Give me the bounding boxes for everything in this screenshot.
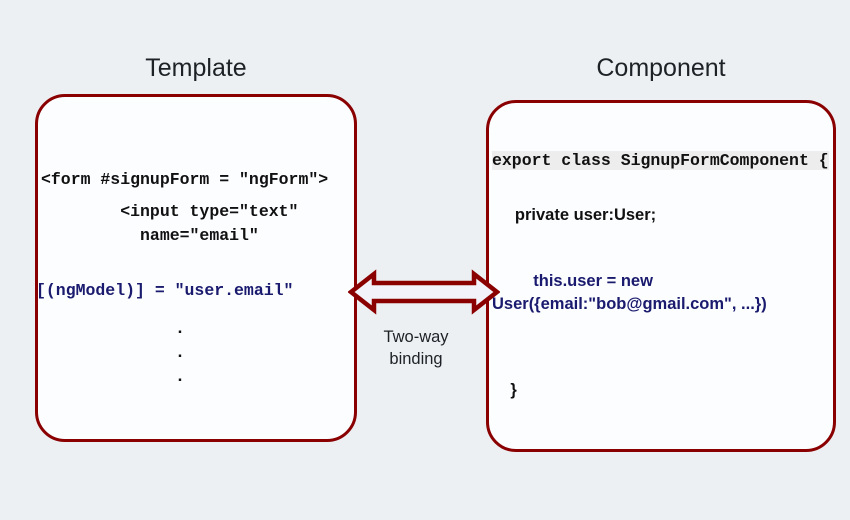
template-code-line-form: <form #signupForm = "ngForm"> (41, 170, 329, 189)
double-headed-arrow-icon (348, 268, 500, 316)
template-panel-box (35, 94, 357, 442)
component-code-line-this-user-new: this.user = new (492, 272, 653, 290)
component-code-line-export-class: export class SignupFormComponent { (492, 151, 829, 170)
template-ellipsis: . . . (174, 320, 186, 387)
template-code-line-input: <input type="text" (41, 202, 299, 221)
two-way-binding-label-line1: Two-way (383, 328, 449, 346)
template-code-line-ngmodel: [(ngModel)] = "user.email" (36, 281, 294, 300)
template-code-line-name: name="email" (41, 226, 259, 245)
component-code-line-user-email: User({email:"bob@gmail.com", ...}) (492, 295, 767, 313)
component-code-line-private-user: private user:User; (492, 206, 657, 224)
two-way-binding-label-line2: binding (389, 350, 443, 368)
component-code-line-closing-brace: } (492, 381, 517, 399)
component-panel-title: Component (596, 54, 726, 82)
two-way-binding-label: Two-way binding (348, 326, 484, 370)
template-panel-title: Template (145, 54, 247, 82)
